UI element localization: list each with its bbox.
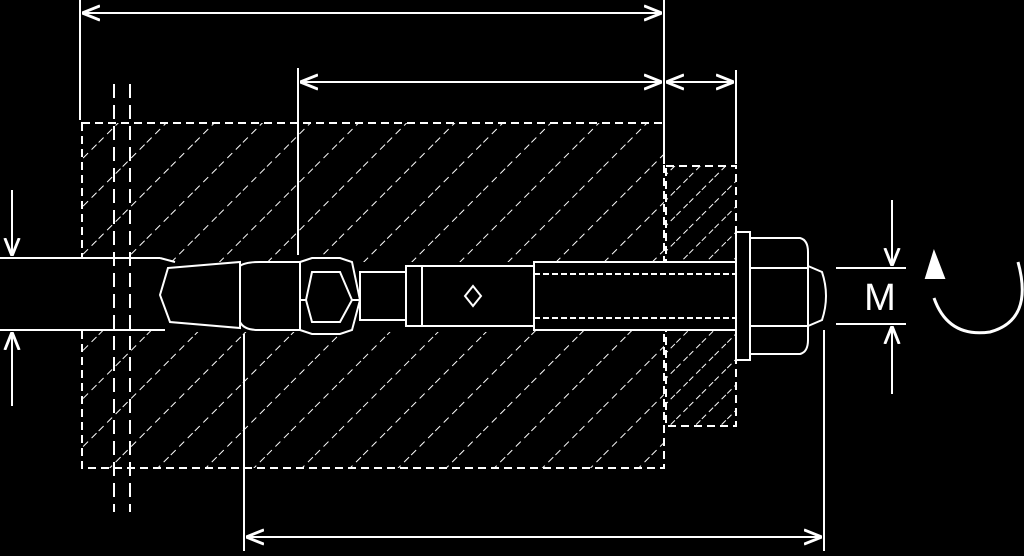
bolt-collar [405, 265, 423, 327]
diamond-icon [463, 284, 483, 308]
expansion-sleeve [239, 261, 301, 331]
hex-nut [749, 237, 809, 355]
anchor-bolt [158, 257, 741, 335]
axis-dashed-lines [113, 84, 131, 512]
bolt-end [807, 264, 827, 328]
thread-size-label: M [864, 277, 896, 319]
washer-nut-assembly [735, 231, 827, 361]
washer [735, 231, 751, 361]
bolt-neck [359, 271, 407, 321]
rotate-arrow-icon [924, 248, 1024, 335]
bolt-thread [533, 261, 741, 331]
expansion-clip-lower [299, 299, 362, 335]
dimension-lines [12, 0, 906, 551]
bolt-cone-tip [158, 260, 241, 330]
